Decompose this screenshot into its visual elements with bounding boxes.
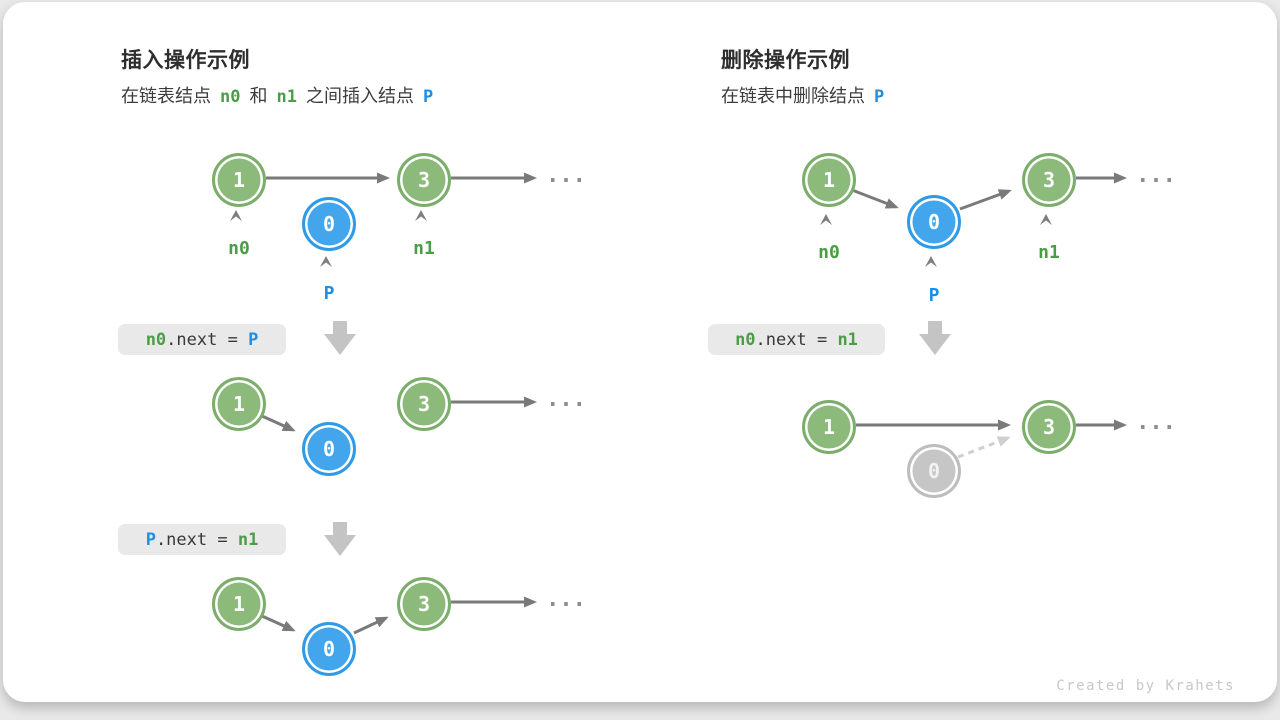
node-value: 3 (1042, 168, 1056, 192)
pointer-label-n0: n0 (818, 242, 840, 263)
list-node: 3 (1022, 400, 1076, 454)
code-mid: .next = (166, 329, 249, 350)
node-value: 3 (417, 592, 431, 616)
list-node: 1 (212, 577, 266, 631)
delete-section-subtitle: 在链表中删除结点 P (721, 82, 884, 108)
arrow-1-to-0 (851, 188, 899, 209)
code-mid: .next = (155, 529, 238, 550)
node-ref-n0: n0 (220, 87, 241, 107)
dashed-arrow-deleted-0-to-3 (957, 436, 1011, 459)
pointer-label-n1: n1 (413, 238, 435, 259)
arrow-1-to-0 (261, 414, 296, 432)
node-value: 1 (232, 168, 246, 192)
node-value: 0 (927, 210, 941, 234)
node-value: 3 (417, 168, 431, 192)
ellipsis: ... (546, 387, 586, 412)
subtitle-text: 和 (249, 86, 268, 106)
node-ref-n1: n1 (276, 87, 297, 107)
subtitle-text: 之间插入结点 (305, 86, 414, 106)
code-rhs: P (248, 329, 259, 350)
ellipsis: ... (1136, 163, 1176, 188)
insert-section-title: 插入操作示例 (121, 49, 250, 72)
pointer-label-n1: n1 (1038, 242, 1060, 263)
node-value: 0 (322, 437, 336, 461)
delete-section-title: 删除操作示例 (721, 49, 850, 72)
subtitle-text: 在链表结点 (121, 86, 211, 106)
list-node: 1 (212, 377, 266, 431)
list-node: 3 (397, 153, 451, 207)
insert-section-subtitle: 在链表结点 n0 和 n1 之间插入结点 P (121, 82, 433, 108)
list-node-p: 0 (302, 422, 356, 476)
list-node: 1 (802, 400, 856, 454)
node-value: 1 (822, 168, 836, 192)
pointer-label-p: P (323, 283, 335, 304)
arrow-1-to-0 (261, 614, 296, 632)
node-value: 0 (322, 212, 336, 236)
list-node: 3 (1022, 153, 1076, 207)
caret-up-icon (415, 210, 427, 221)
node-value: 3 (417, 392, 431, 416)
delete-arrows (851, 172, 1127, 459)
ellipsis: ... (546, 163, 586, 188)
node-ref-p: P (422, 87, 434, 107)
step-down-arrows (324, 321, 951, 556)
node-value: 1 (822, 415, 836, 439)
figure-card: 插入操作示例 在链表结点 n0 和 n1 之间插入结点 P 删除操作示例 在链表中删除结点… (3, 2, 1277, 702)
code-statement: n0.next = n1 (708, 324, 885, 355)
credit-watermark: Created by Krahets (1056, 678, 1235, 694)
down-arrow-icon (324, 522, 356, 556)
insert-arrows (261, 172, 537, 635)
arrow-0-to-3 (959, 189, 1012, 211)
list-node-p: 0 (302, 197, 356, 251)
list-node: 3 (397, 577, 451, 631)
down-arrow-icon (324, 321, 356, 355)
list-node: 3 (397, 377, 451, 431)
pointer-label-p: P (928, 285, 940, 306)
list-node: 1 (212, 153, 266, 207)
code-lhs: n0 (735, 329, 756, 350)
code-mid: .next = (755, 329, 838, 350)
code-lhs: P (145, 529, 156, 550)
ellipsis: ... (1136, 410, 1176, 435)
node-value: 3 (1042, 415, 1056, 439)
subtitle-text: 在链表中删除结点 (721, 86, 865, 106)
ellipsis: ... (546, 587, 586, 612)
code-rhs: n1 (237, 529, 259, 550)
arrow-0-to-3 (353, 616, 389, 635)
node-ref-p: P (874, 87, 885, 107)
list-node-p: 0 (302, 622, 356, 676)
list-node-deleted: 0 (907, 444, 961, 498)
down-arrow-icon (919, 321, 951, 355)
arrows-layer (230, 172, 1127, 635)
code-lhs: n0 (145, 329, 167, 350)
code-statement: n0.next = P (118, 324, 286, 355)
node-value: 0 (322, 637, 336, 661)
code-statement: P.next = n1 (118, 524, 286, 555)
list-node-p: 0 (907, 195, 961, 249)
caret-up-icon (230, 210, 242, 221)
caret-up-icon (925, 256, 937, 267)
node-value: 1 (232, 592, 246, 616)
pointer-label-n0: n0 (228, 238, 250, 259)
code-rhs: n1 (837, 329, 858, 350)
list-node: 1 (802, 153, 856, 207)
node-value: 1 (232, 392, 246, 416)
caret-up-icon (320, 256, 332, 267)
caret-up-icon (1040, 214, 1052, 225)
node-value: 0 (927, 459, 941, 483)
caret-up-icon (820, 214, 832, 225)
